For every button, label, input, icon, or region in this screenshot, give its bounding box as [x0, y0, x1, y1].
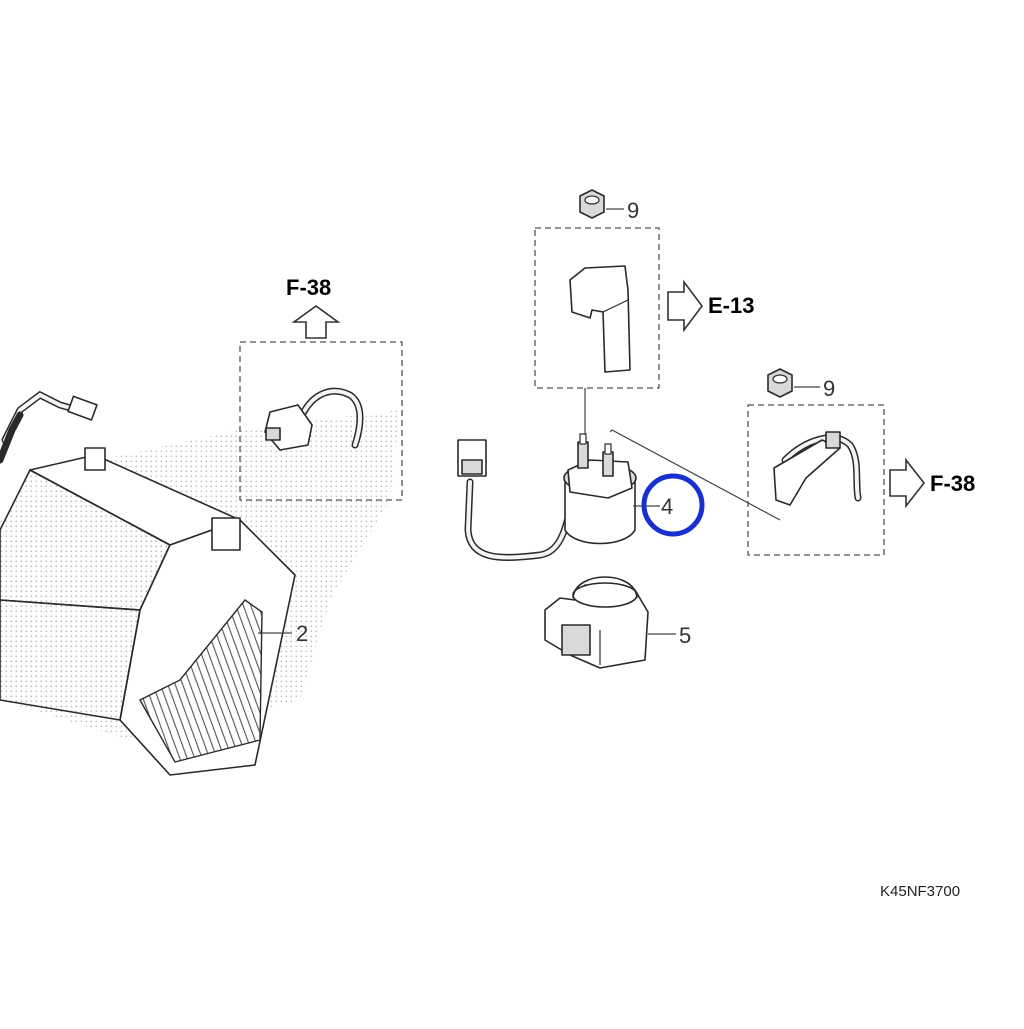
terminal-cover-top: [569, 265, 631, 373]
starter-relay: [457, 433, 637, 561]
callout-4-highlight-ring: [641, 473, 705, 537]
up-arrow-icon: [291, 305, 341, 339]
right-arrow-icon-f38: [889, 457, 926, 509]
callout-9-right: 9: [823, 376, 835, 401]
figure-code: K45NF3700: [880, 883, 960, 900]
terminal-connector-right: [773, 431, 862, 506]
terminal-connector-left: [264, 387, 364, 451]
battery-part: [0, 390, 296, 776]
right-arrow-icon-e13: [667, 279, 703, 333]
relay-holder: [544, 576, 649, 669]
ref-f38-top: F-38: [286, 275, 331, 300]
ref-e13: E-13: [708, 293, 754, 318]
callout-5: 5: [679, 623, 691, 648]
callout-2: 2: [296, 621, 308, 646]
ref-f38-right: F-38: [930, 471, 975, 496]
callout-4: 4: [661, 494, 673, 519]
callout-9-top: 9: [627, 198, 639, 223]
nut-top: [579, 189, 605, 219]
nut-right: [767, 368, 793, 398]
